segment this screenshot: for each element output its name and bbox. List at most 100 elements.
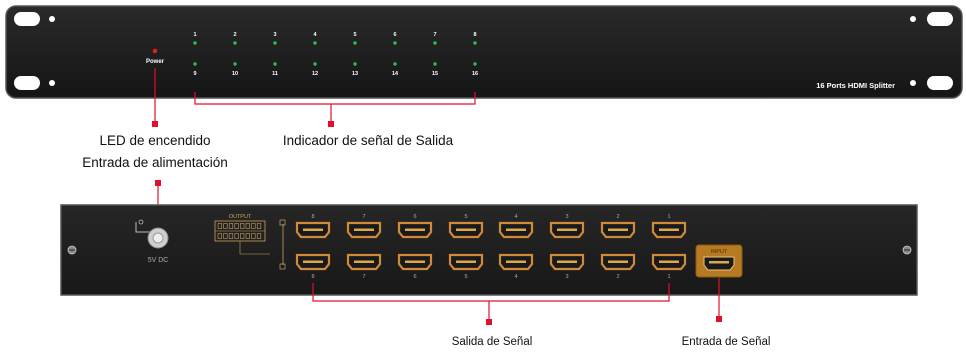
hdmi-pins [557,260,577,263]
hdmi-pins [557,228,577,231]
dip-switch [251,223,256,229]
port-number: 7 [362,274,365,280]
port-number: 6 [413,214,416,220]
led-number-3: 3 [273,32,276,38]
hdmi-output-port-bottom-8: 8 [295,253,331,280]
hdmi-output-port-bottom-5: 5 [448,253,484,280]
hdmi-output-port-bottom-1: 1 [651,253,687,280]
signal-led-3 [273,41,277,45]
dip-switch [256,233,262,239]
port-number: 1 [667,274,670,280]
led-number-5: 5 [353,32,356,38]
port-number: 8 [311,274,314,280]
led-number-16: 16 [472,71,478,77]
front-chassis [5,5,963,99]
dip-switch [251,233,256,239]
signal-led-16 [473,62,477,66]
led-number-15: 15 [432,71,438,77]
port-number: 2 [616,274,619,280]
dip-switch [228,223,234,229]
annotation-led-power: LED de encendido [99,133,210,148]
port-number: 5 [464,214,467,220]
hdmi-pins [303,260,323,263]
signal-led-12 [313,62,317,66]
hdmi-pins [405,228,425,231]
hdmi-pins [659,260,679,263]
hdmi-pins [608,260,628,263]
callout-signal-output-bracket [312,283,670,302]
led-number-1: 1 [193,32,196,38]
port-number: 8 [311,214,314,220]
annotation-output-indicator: Indicador de señal de Salida [283,133,454,148]
dc-jack-center [152,232,164,244]
dip-switch [217,233,222,239]
hdmi-pins [456,260,476,263]
hdmi-output-port-top-4: 4 [498,214,534,239]
dip-switch [228,233,234,239]
callout-led-marker [152,121,158,127]
led-number-11: 11 [272,71,278,77]
hdmi-input-pins [709,261,729,264]
hdmi-pins [405,260,425,263]
dip-switch [234,223,239,229]
hdmi-pins [608,228,628,231]
hdmi-pins [506,228,526,231]
dip-switch [245,223,250,229]
dip-switch [223,233,228,239]
hdmi-output-port-bottom-2: 2 [600,253,636,280]
port-number: 3 [565,214,568,220]
dip-switch [240,223,245,229]
rack-slot-right-bottom [927,76,953,90]
hdmi-input-port: INPUT [695,244,743,278]
hdmi-output-port-bottom-3: 3 [549,253,585,280]
front-callouts [154,68,476,124]
signal-led-15 [433,62,437,66]
led-number-10: 10 [232,71,238,77]
callout-signal-input-marker [716,316,722,322]
led-number-4: 4 [313,32,317,38]
model-label: 16 Ports HDMI Splitter [816,81,895,90]
hdmi-output-port-top-1: 1 [651,214,687,239]
annotation-signal-output: Salida de Señal [452,336,533,348]
output-dip-block: OUTPUT [214,214,270,255]
port-number: 4 [514,274,517,280]
dip-switch [245,233,250,239]
rack-slot-left-bottom [14,76,40,90]
dip-switches [217,223,262,239]
power-label: Power [146,59,165,65]
led-number-7: 7 [433,32,436,38]
hdmi-pins [456,228,476,231]
hdmi-output-port-bottom-4: 4 [498,253,534,280]
led-number-8: 8 [473,32,476,38]
screw-left-bottom [49,80,55,86]
dip-switch [234,233,239,239]
callout-output-bracket [194,92,476,105]
led-number-12: 12 [312,71,318,77]
hdmi-output-port-top-2: 2 [600,214,636,239]
port-number: 4 [514,214,517,220]
signal-led-2 [233,41,237,45]
hdmi-pins [303,228,323,231]
led-number-9: 9 [193,71,196,77]
port-number: 5 [464,274,467,280]
hdmi-output-port-top-3: 3 [549,214,585,239]
rear-chassis [60,204,918,296]
signal-led-13 [353,62,357,66]
dc-polarity-dot [138,219,144,225]
dc-polarity-symbol [135,222,150,233]
input-label: INPUT [711,249,728,255]
annotation-signal-input: Entrada de Señal [682,336,771,348]
dc-jack: 5V DC [135,219,169,264]
port-group-marker-bottom [279,263,286,270]
screw-left-top [49,16,55,22]
signal-led-9 [193,62,197,66]
dip-switch [223,223,228,229]
hdmi-pins [659,228,679,231]
signal-led-5 [353,41,357,45]
hdmi-pins [354,228,374,231]
signal-led-1 [193,41,197,45]
hdmi-output-port-bottom-6: 6 [397,253,433,280]
port-group-marker-top [279,219,286,226]
